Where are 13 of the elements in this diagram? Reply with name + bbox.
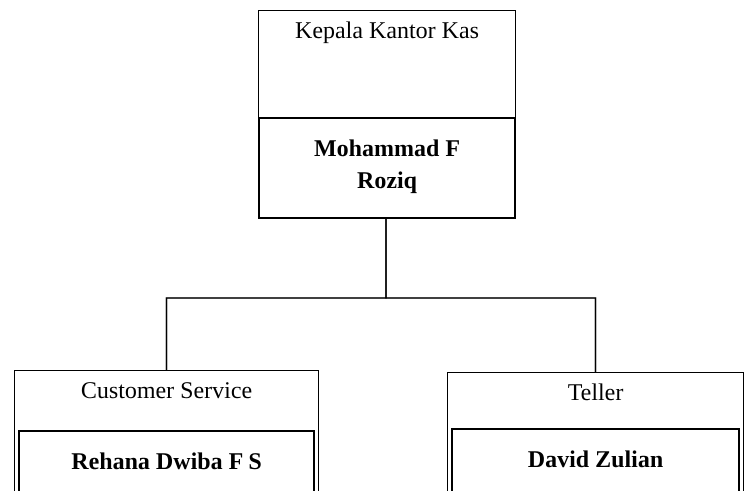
position-title: Teller <box>566 379 624 408</box>
position-box <box>258 10 516 219</box>
position-title: Customer Service <box>80 377 254 406</box>
connector-line <box>385 218 596 372</box>
person-name: Rehana Dwiba F S <box>70 448 263 477</box>
position-title: Kepala Kantor Kas <box>294 17 480 46</box>
position-box <box>447 372 744 491</box>
name-box <box>451 428 740 491</box>
name-box <box>258 117 516 219</box>
person-name: Mohammad F Roziq <box>313 135 461 196</box>
person-name: David Zulian <box>526 446 664 475</box>
name-box <box>18 430 315 491</box>
position-box <box>14 370 319 491</box>
